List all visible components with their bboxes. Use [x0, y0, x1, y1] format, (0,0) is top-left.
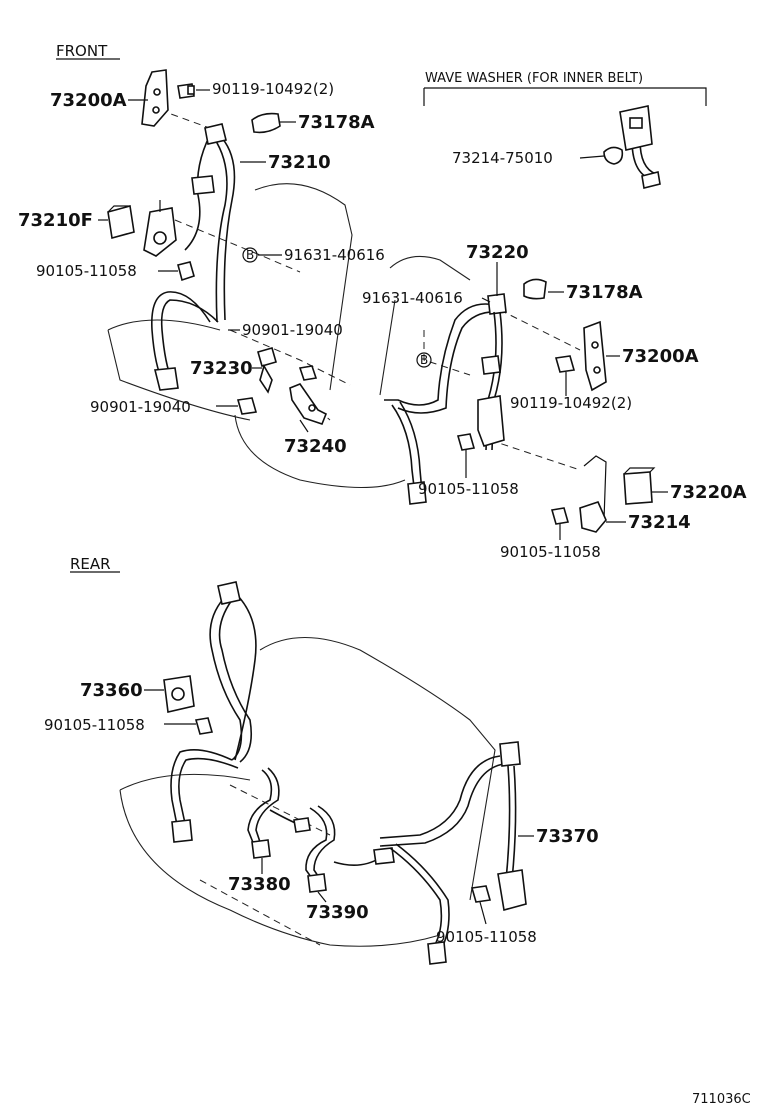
label-90105-11058-rear-left: 90105-11058: [44, 716, 145, 734]
label-73214-75010: 73214-75010: [452, 149, 553, 167]
cover-73178a-right: [523, 278, 547, 300]
label-73380: 73380: [228, 874, 291, 895]
label-73240: 73240: [284, 436, 347, 457]
cover-73210f: [107, 204, 135, 240]
wave-washer-header: WAVE WASHER (FOR INNER BELT): [423, 71, 707, 106]
label-73390: 73390: [306, 902, 369, 923]
wave-washer-title: WAVE WASHER (FOR INNER BELT): [425, 71, 643, 86]
seat-belt-73370: [379, 741, 527, 965]
label-90105-11058-right: 90105-11058: [500, 543, 601, 561]
label-90105-11058-mid: 90105-11058: [418, 480, 519, 498]
figure-code: 711036C: [692, 1092, 751, 1107]
buckle-73240: [289, 383, 328, 425]
front-section-header: FRONT: [56, 42, 120, 60]
bolt-90105-mid: [456, 433, 476, 451]
bolt-90105-rear-left: [194, 717, 214, 735]
bolt-90105-rear-right: [470, 885, 492, 903]
label-91631-40616-right: 91631-40616: [362, 289, 463, 307]
label-73210f: 73210F: [18, 210, 93, 231]
label-90119-10492-right: 90119-10492(2): [510, 394, 632, 412]
bolt-90119-left: [177, 83, 195, 99]
label-90105-11058-left: 90105-11058: [36, 262, 137, 280]
buckle-73390: [305, 805, 395, 893]
ref-marker-b-1: B: [242, 247, 258, 263]
inner-belt-73214-75010: [603, 105, 661, 189]
label-90105-11058-rear-right: 90105-11058: [436, 928, 537, 946]
cover-73220a: [623, 467, 656, 505]
front-title: FRONT: [56, 42, 108, 60]
label-90119-10492-left: 90119-10492(2): [212, 80, 334, 98]
front-left-seat-outline: [107, 183, 406, 488]
label-73220: 73220: [466, 242, 529, 263]
label-73230: 73230: [190, 358, 253, 379]
retractor-rear-left: [163, 675, 195, 713]
label-73178a-right: 73178A: [566, 282, 643, 303]
front-right-seat-outline: [379, 255, 471, 396]
seat-belt-73360: [170, 581, 257, 843]
bolt-90901-b: [236, 397, 258, 415]
label-73370: 73370: [536, 826, 599, 847]
buckle-73230: [257, 347, 277, 394]
rear-title: REAR: [70, 555, 111, 573]
anchor-plate-73200a-right: [583, 320, 607, 392]
bolt-90119-right: [554, 355, 576, 373]
rear-seat-outline: [119, 637, 496, 947]
cover-73178a-left: [251, 112, 281, 134]
anchor-plate-73200a-left: [141, 69, 169, 127]
bracket-73214: [579, 455, 607, 533]
seat-belt-73210: [151, 123, 236, 391]
bolt-90105-right: [550, 507, 570, 525]
label-73360: 73360: [80, 680, 143, 701]
label-73214: 73214: [628, 512, 691, 533]
bolt-90901-a: [298, 365, 318, 381]
retractor-left: [143, 200, 177, 257]
rear-section-header: REAR: [70, 555, 120, 573]
seat-belt-73220: [384, 293, 507, 505]
bolt-90105-left: [177, 261, 195, 282]
front-assembly-leaders: [159, 109, 581, 471]
label-90901-19040-b: 90901-19040: [90, 398, 191, 416]
label-90901-19040-a: 90901-19040: [242, 321, 343, 339]
label-73178a-left: 73178A: [298, 112, 375, 133]
label-73210: 73210: [268, 152, 331, 173]
ref-marker-b-2-text: B: [420, 353, 428, 367]
ref-marker-b-1-text: B: [246, 248, 254, 262]
label-leaders: [98, 89, 668, 925]
label-73200a-left: 73200A: [50, 90, 127, 111]
label-73200a-right: 73200A: [622, 346, 699, 367]
label-91631-40616-left: 91631-40616: [284, 246, 385, 264]
ref-marker-b-2: B: [416, 352, 432, 368]
buckle-73380: [247, 767, 311, 859]
label-73220a: 73220A: [670, 482, 747, 503]
